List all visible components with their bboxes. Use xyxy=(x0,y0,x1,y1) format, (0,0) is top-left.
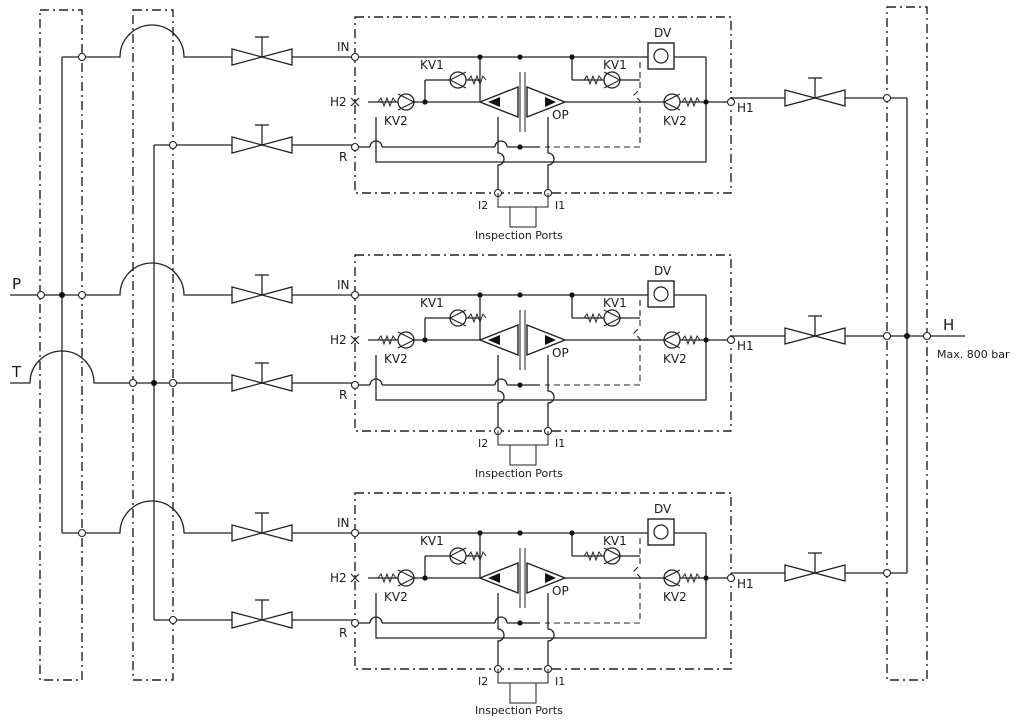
kv1-right-label: KV1 xyxy=(603,534,627,548)
pressure-port-label: P xyxy=(12,275,21,293)
op-label: OP xyxy=(552,584,569,598)
inspection-ports-label: Inspection Ports xyxy=(475,467,563,480)
in-lines xyxy=(10,24,355,534)
dv-label: DV xyxy=(654,26,672,40)
i2-label: I2 xyxy=(478,199,488,212)
i2-label: I2 xyxy=(478,437,488,450)
kv1-left-label: KV1 xyxy=(420,58,444,72)
inspection-ports-label: Inspection Ports xyxy=(475,229,563,242)
i1-label: I1 xyxy=(555,437,565,450)
kv2-left-label: KV2 xyxy=(384,114,408,128)
return-port-label: R xyxy=(339,150,347,164)
left-junctions xyxy=(36,52,932,625)
dv-label: DV xyxy=(654,264,672,278)
i1-label: I1 xyxy=(555,675,565,688)
inspection-ports-label: Inspection Ports xyxy=(475,704,563,717)
kv1-left-label: KV1 xyxy=(420,296,444,310)
op-label: OP xyxy=(552,346,569,360)
i1-label: I1 xyxy=(555,199,565,212)
h1-port-label: H1 xyxy=(737,577,754,591)
kv2-left-label: KV2 xyxy=(384,590,408,604)
kv2-right-label: KV2 xyxy=(663,590,687,604)
kv2-right-label: KV2 xyxy=(663,352,687,366)
left-manifold-block xyxy=(39,9,83,681)
in-port-label: IN xyxy=(337,516,350,530)
h2-port-label: H2 xyxy=(330,95,347,109)
kv2-left-label: KV2 xyxy=(384,352,408,366)
h1-port-label: H1 xyxy=(737,101,754,115)
kv1-right-label: KV1 xyxy=(603,296,627,310)
max-pressure-label: Max. 800 bar xyxy=(937,348,1010,361)
dv-label: DV xyxy=(654,502,672,516)
kv1-right-label: KV1 xyxy=(603,58,627,72)
return-port-label: R xyxy=(339,626,347,640)
kv1-left-label: KV1 xyxy=(420,534,444,548)
in-port-label: IN xyxy=(337,40,350,54)
in-port-label: IN xyxy=(337,278,350,292)
module-middle-labels: IN H2 R H1 KV1 KV1 KV2 KV2 DV OP I2 I1 I… xyxy=(330,264,754,480)
module-top-labels: IN H2 R H1 KV1 KV1 KV2 KV2 DV OP I2 I1 I… xyxy=(330,26,754,242)
h1-port-label: H1 xyxy=(737,339,754,353)
module-bottom-labels: IN H2 R H1 KV1 KV1 KV2 KV2 DV OP I2 I1 I… xyxy=(330,502,754,717)
op-label: OP xyxy=(552,108,569,122)
kv2-right-label: KV2 xyxy=(663,114,687,128)
i2-label: I2 xyxy=(478,675,488,688)
return-port-label: R xyxy=(339,388,347,402)
output-port-label: H xyxy=(943,316,954,334)
h2-port-label: H2 xyxy=(330,571,347,585)
middle-manifold-block xyxy=(132,9,174,681)
h2-port-label: H2 xyxy=(330,333,347,347)
right-manifold-block xyxy=(886,6,928,681)
tank-port-label: T xyxy=(11,363,22,381)
